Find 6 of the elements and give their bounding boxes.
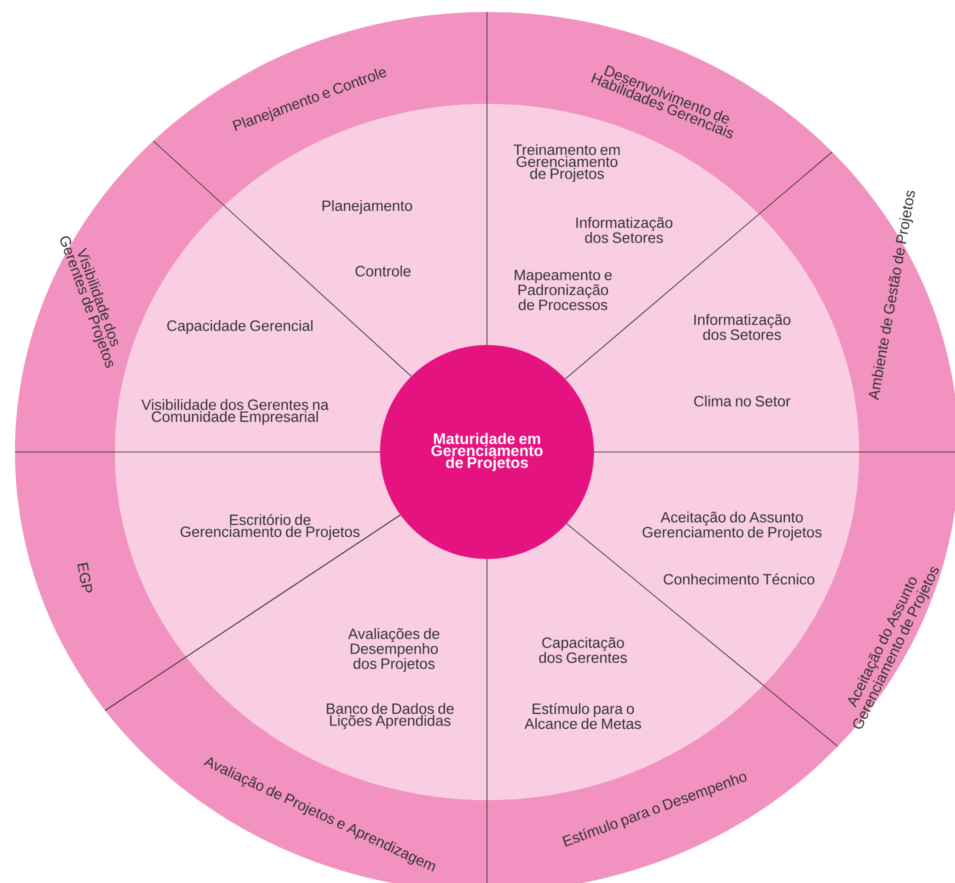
node-label: Treinamento em Gerenciamento de Projetos bbox=[514, 144, 620, 182]
node-label: Controle bbox=[356, 266, 411, 276]
node-label: Informatização dos Setores bbox=[576, 217, 672, 243]
node-label: Estímulo para o Alcance de Metas bbox=[524, 702, 641, 730]
node-label: Banco de Dados de Lições Aprendidas bbox=[326, 703, 454, 729]
node-label: EGP bbox=[77, 562, 92, 592]
